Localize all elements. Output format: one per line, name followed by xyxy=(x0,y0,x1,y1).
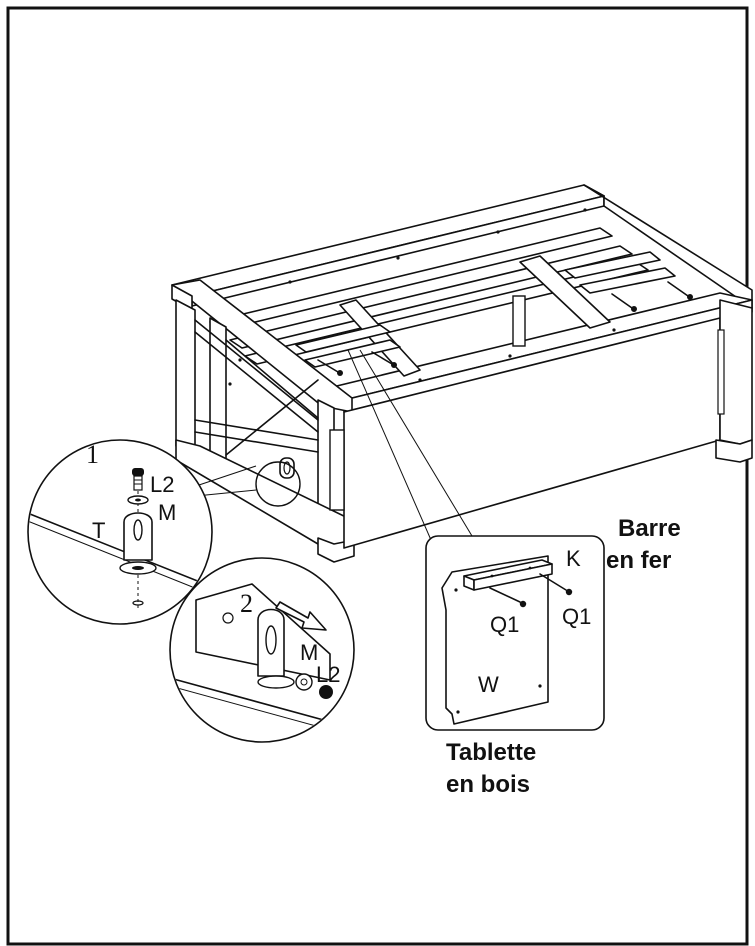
label-l2-2: L2 xyxy=(316,662,340,687)
detail-circle-2: 2 M L2 xyxy=(169,557,355,743)
detail-circle-1: 1 L2 M T xyxy=(27,439,213,625)
caption-en-fer: en fer xyxy=(606,547,671,574)
table-frame xyxy=(171,184,753,563)
label-l2: L2 xyxy=(150,472,174,497)
step-number-2: 2 xyxy=(240,589,253,618)
label-m: M xyxy=(158,500,176,525)
caption-barre: Barre xyxy=(618,515,681,542)
caption-en-bois: en bois xyxy=(446,771,530,798)
caption-tablette: Tablette xyxy=(446,739,536,766)
label-w: W xyxy=(478,672,499,697)
label-t: T xyxy=(92,518,105,543)
zoom-marker xyxy=(255,461,301,507)
screw-icon xyxy=(317,281,693,376)
label-q1-2: Q1 xyxy=(562,604,591,629)
detail-box-shelf: K Q1 Q1 W xyxy=(425,535,605,731)
step-number-1: 1 xyxy=(86,440,99,469)
callout-lines xyxy=(195,349,473,557)
label-q1: Q1 xyxy=(490,612,519,637)
label-m-2: M xyxy=(300,640,318,665)
label-k: K xyxy=(566,546,581,571)
